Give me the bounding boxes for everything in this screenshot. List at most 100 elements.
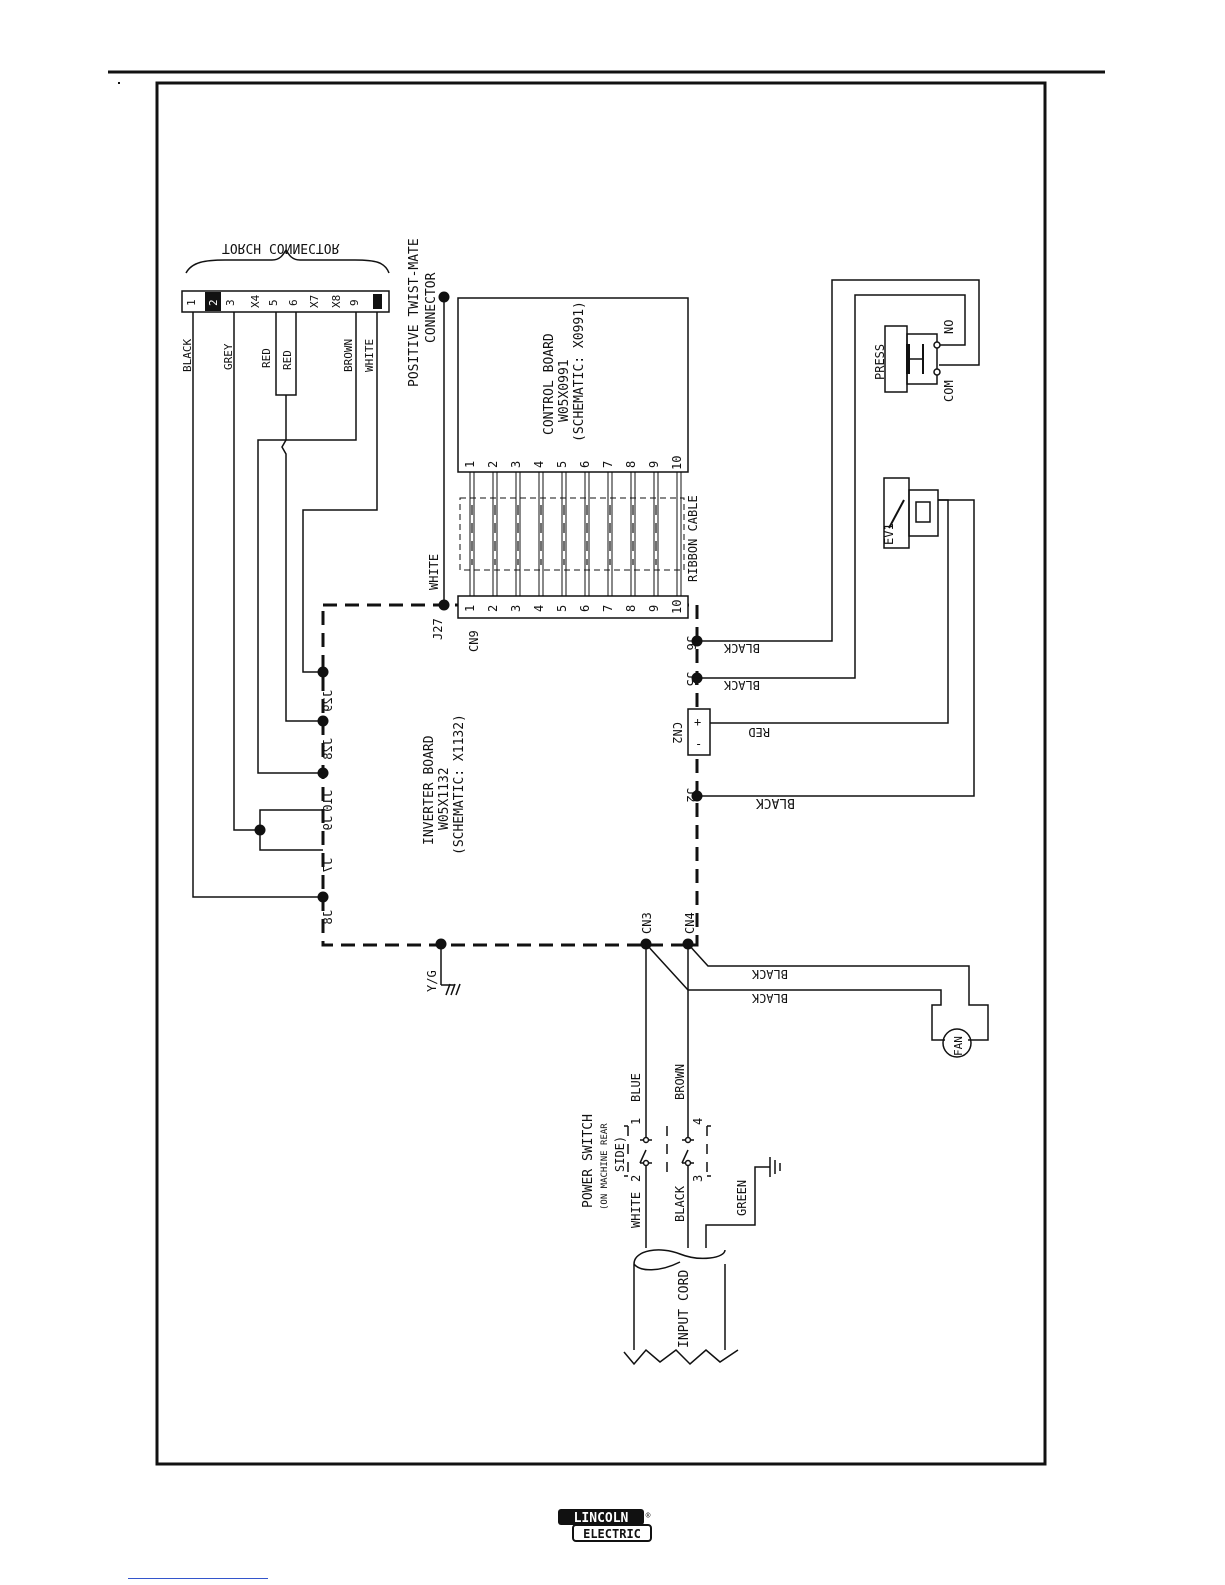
j10-label: J10 [321, 790, 335, 812]
j28-label: J28 [321, 738, 335, 760]
j5-label: J5 [684, 672, 698, 686]
torch-connector-brace [185, 248, 390, 274]
footer-link-underline [128, 1578, 268, 1579]
control-board-outline [457, 297, 689, 473]
j27-node [438, 599, 450, 611]
svg-text:1: 1 [463, 605, 477, 612]
svg-text:ELECTRIC: ELECTRIC [583, 1527, 641, 1541]
power-switch-line1: POWER SWITCH [581, 1114, 596, 1208]
inverter-board-outline [321, 603, 699, 947]
cn9-pins: 1 2 3 4 5 6 7 8 9 10 [463, 600, 684, 614]
switch-t3: 3 [691, 1175, 705, 1182]
cn2-minus: - [695, 737, 702, 751]
cn2-label: CN2 [670, 722, 684, 744]
svg-text:1: 1 [185, 299, 198, 306]
ground-symbol [440, 944, 461, 996]
torch-connector-title: TORCH CONNECTOR [222, 240, 340, 255]
lincoln-electric-logo: LINCOLN ® ELECTRIC [557, 1508, 655, 1542]
j29-label: J29 [321, 690, 335, 712]
press-no-label: NO [942, 320, 956, 334]
j9-label: J9 [321, 816, 335, 830]
torch-pin-2-label: 2 [207, 299, 220, 306]
wire-red-label-2: RED [281, 350, 294, 370]
inverter-board-line1: INVERTER BOARD [422, 735, 437, 845]
svg-text:2: 2 [486, 605, 500, 612]
cn2-plus: + [694, 715, 701, 729]
brown-label: BROWN [673, 1064, 687, 1100]
fan-label: FAN [952, 1036, 965, 1056]
white-wire-label: WHITE [427, 554, 441, 590]
j8-label: J8 [321, 910, 335, 924]
torch-pins: 1 3 X4 5 6 X7 X8 9 [185, 294, 361, 308]
torch-wires [192, 312, 378, 898]
left-nodes [254, 666, 329, 903]
control-board-line1: CONTROL BOARD [542, 333, 557, 435]
svg-text:9: 9 [647, 461, 661, 468]
torch-connector-body [181, 290, 390, 313]
switch-t2: 2 [629, 1175, 643, 1182]
power-switch-line3: SIDE) [613, 1136, 627, 1172]
cn2-wire-label: RED [748, 725, 770, 739]
press-label: PRESS [873, 344, 887, 380]
cn2-box [687, 708, 711, 756]
cn3-label: CN3 [640, 912, 654, 934]
green-earth-wire [705, 1157, 781, 1248]
black-wire-label-bottom: BLACK [673, 1185, 687, 1222]
svg-text:10: 10 [670, 600, 684, 614]
svg-text:4: 4 [532, 461, 546, 468]
ribbon-cable [459, 472, 685, 596]
ground-label: Y/G [425, 970, 439, 992]
j5-wire-label: BLACK [723, 678, 760, 692]
wire-black-label: BLACK [181, 339, 194, 372]
svg-text:X4: X4 [249, 294, 262, 308]
input-lines [624, 944, 711, 1248]
control-board-line2: W05X0991 [557, 359, 572, 422]
inverter-board-line2: W05X1132 [437, 767, 452, 830]
twist-mate-line2: CONNECTOR [424, 272, 439, 343]
twist-mate-line1: POSITIVE TWIST-MATE [407, 238, 422, 387]
svg-text:1: 1 [463, 461, 477, 468]
svg-text:4: 4 [532, 605, 546, 612]
tick-mark [118, 82, 120, 84]
svg-text:6: 6 [287, 299, 300, 306]
cn9-header [457, 595, 689, 619]
inverter-board-line3: (SCHEMATIC: X1132) [452, 714, 467, 855]
ev1-solenoid [883, 477, 939, 549]
j6-wire-label: BLACK [723, 641, 760, 655]
svg-text:9: 9 [348, 299, 361, 306]
svg-text:2: 2 [486, 461, 500, 468]
svg-text:LINCOLN: LINCOLN [574, 1511, 629, 1526]
press-com-label: COM [942, 380, 956, 402]
svg-text:10: 10 [670, 456, 684, 470]
svg-text:X8: X8 [330, 295, 343, 308]
input-cord-label: INPUT CORD [677, 1270, 692, 1348]
blue-label: BLUE [629, 1073, 643, 1102]
j7-label: J7 [321, 858, 335, 872]
press-switch [884, 325, 941, 393]
white-wire-label-bottom: WHITE [629, 1192, 643, 1228]
svg-text:5: 5 [267, 299, 280, 306]
cn9-label: CN9 [467, 630, 481, 652]
input-cord [623, 1249, 739, 1366]
svg-text:3: 3 [224, 299, 237, 306]
svg-text:3: 3 [509, 605, 523, 612]
torch-pin-2-block [205, 292, 221, 311]
ribbon-cable-label: RIBBON CABLE [686, 495, 700, 582]
svg-text:8: 8 [624, 461, 638, 468]
svg-text:X7: X7 [308, 295, 321, 308]
wire-red-label-1: RED [260, 348, 273, 368]
right-wires [697, 279, 980, 797]
svg-text:3: 3 [509, 461, 523, 468]
control-board-pins: 1 2 3 4 5 6 7 8 9 10 [463, 456, 684, 470]
svg-text:6: 6 [578, 461, 592, 468]
torch-pin-9-block [373, 294, 382, 309]
cn4-label: CN4 [683, 912, 697, 934]
power-switch-line2: (ON MACHINE REAR [600, 1123, 610, 1210]
fan-wire-label-1: BLACK [751, 967, 788, 981]
svg-text:7: 7 [601, 605, 615, 612]
switch-t1: 1 [629, 1118, 643, 1125]
j27-label: J27 [431, 618, 445, 640]
svg-text:5: 5 [555, 461, 569, 468]
svg-text:6: 6 [578, 605, 592, 612]
